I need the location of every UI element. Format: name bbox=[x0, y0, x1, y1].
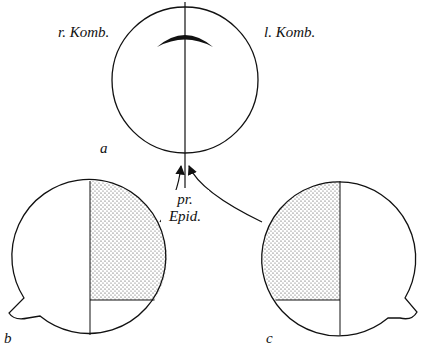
stippled-region bbox=[263, 181, 340, 300]
midline bbox=[90, 181, 91, 335]
divider bbox=[90, 300, 155, 301]
side-label: r. Komb. bbox=[58, 24, 109, 41]
side-label: l. Komb. bbox=[264, 24, 315, 41]
stippled-region bbox=[90, 181, 167, 300]
figure-letter: a bbox=[100, 140, 108, 157]
divider bbox=[276, 300, 341, 301]
crescent bbox=[157, 35, 213, 47]
embryo-outline bbox=[262, 182, 417, 336]
region-label: pr. Epid. bbox=[161, 190, 209, 226]
figure-letter: c bbox=[266, 330, 273, 347]
figure-letter: b bbox=[4, 330, 12, 347]
embryo-outline bbox=[9, 179, 166, 333]
midline bbox=[340, 181, 341, 335]
midline bbox=[184, 2, 185, 188]
